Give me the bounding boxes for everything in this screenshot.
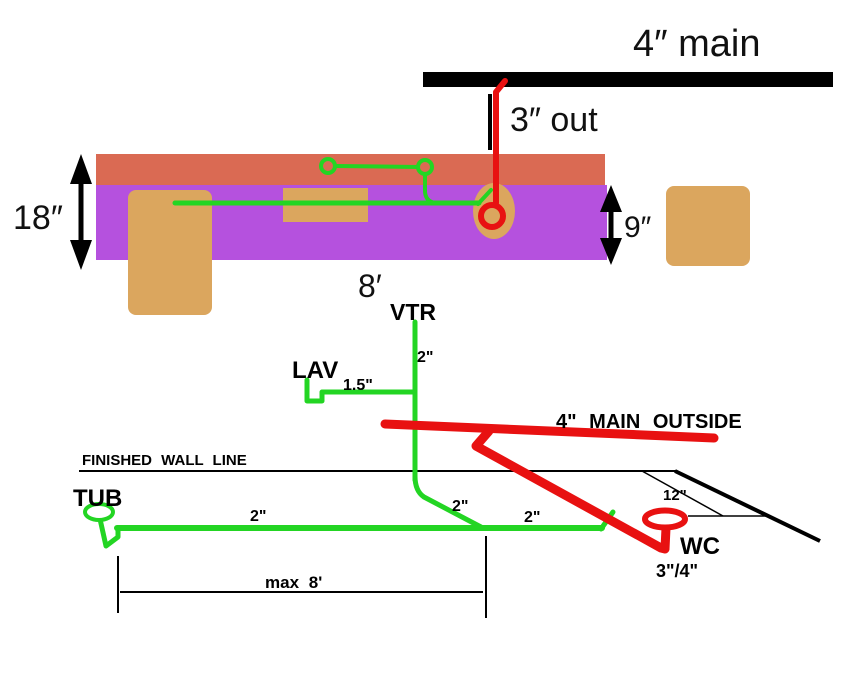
plan-stack-flange-icon [478,202,506,230]
arrow-9-heads-icon [600,185,622,265]
max-run-label: max 8' [265,573,322,592]
depth-9-label: 9″ [624,211,652,244]
vtr-label: VTR [390,299,436,325]
wall-corner-bold-line [674,469,821,543]
plan-vent-fitting-left-icon [319,157,337,175]
wc-label: WC [680,533,720,560]
wall-line-label: FINISHED WALL LINE [82,452,247,469]
tub-drain-icon [83,502,115,522]
vtr-size-label: 2" [417,349,433,366]
lav-arm-pipe [304,377,416,404]
top-plate-band [96,154,605,185]
main-size-label: 4″ main [633,23,761,65]
wood-block-right [666,186,750,266]
main-outside-pipe [380,419,719,443]
wc-size-label: 3"/4" [656,561,698,581]
main-to-wc-pipe [471,426,671,554]
tub-trap-pipe [97,516,121,549]
labels: 4″ main 3″ out 18″ 9″ 8′ VTR 2" LAV 1.5"… [13,23,761,592]
lav-size-label: 1.5" [343,377,373,394]
plan-view [70,72,833,315]
plan-vent-link-pipe [334,164,420,169]
main-pipe-bar [423,72,833,87]
wc-branch-size-label: 2" [524,509,540,526]
span-8-label: 8′ [358,268,382,304]
wc-flange-icon [642,507,688,531]
tub-branch-size-label: 2" [250,508,266,525]
out-size-label: 3″ out [510,101,598,139]
main-outside-label: 4" MAIN OUTSIDE [556,411,742,433]
offset-dim-diagonal-line [641,470,724,517]
lav-label: LAV [292,357,338,384]
tub-label: TUB [73,485,122,512]
stack-drop-pipe [412,473,484,530]
offset-12-label: 12" [663,487,687,504]
riser-diagram [79,319,821,618]
depth-18-label: 18″ [13,199,63,237]
arrow-18-heads-icon [70,154,92,270]
stack-drop-size-label: 2" [452,498,468,515]
wood-block-left [128,190,212,315]
plan-branch-hook-pipe [476,188,493,206]
plan-stack-riser-pipe [493,78,508,206]
